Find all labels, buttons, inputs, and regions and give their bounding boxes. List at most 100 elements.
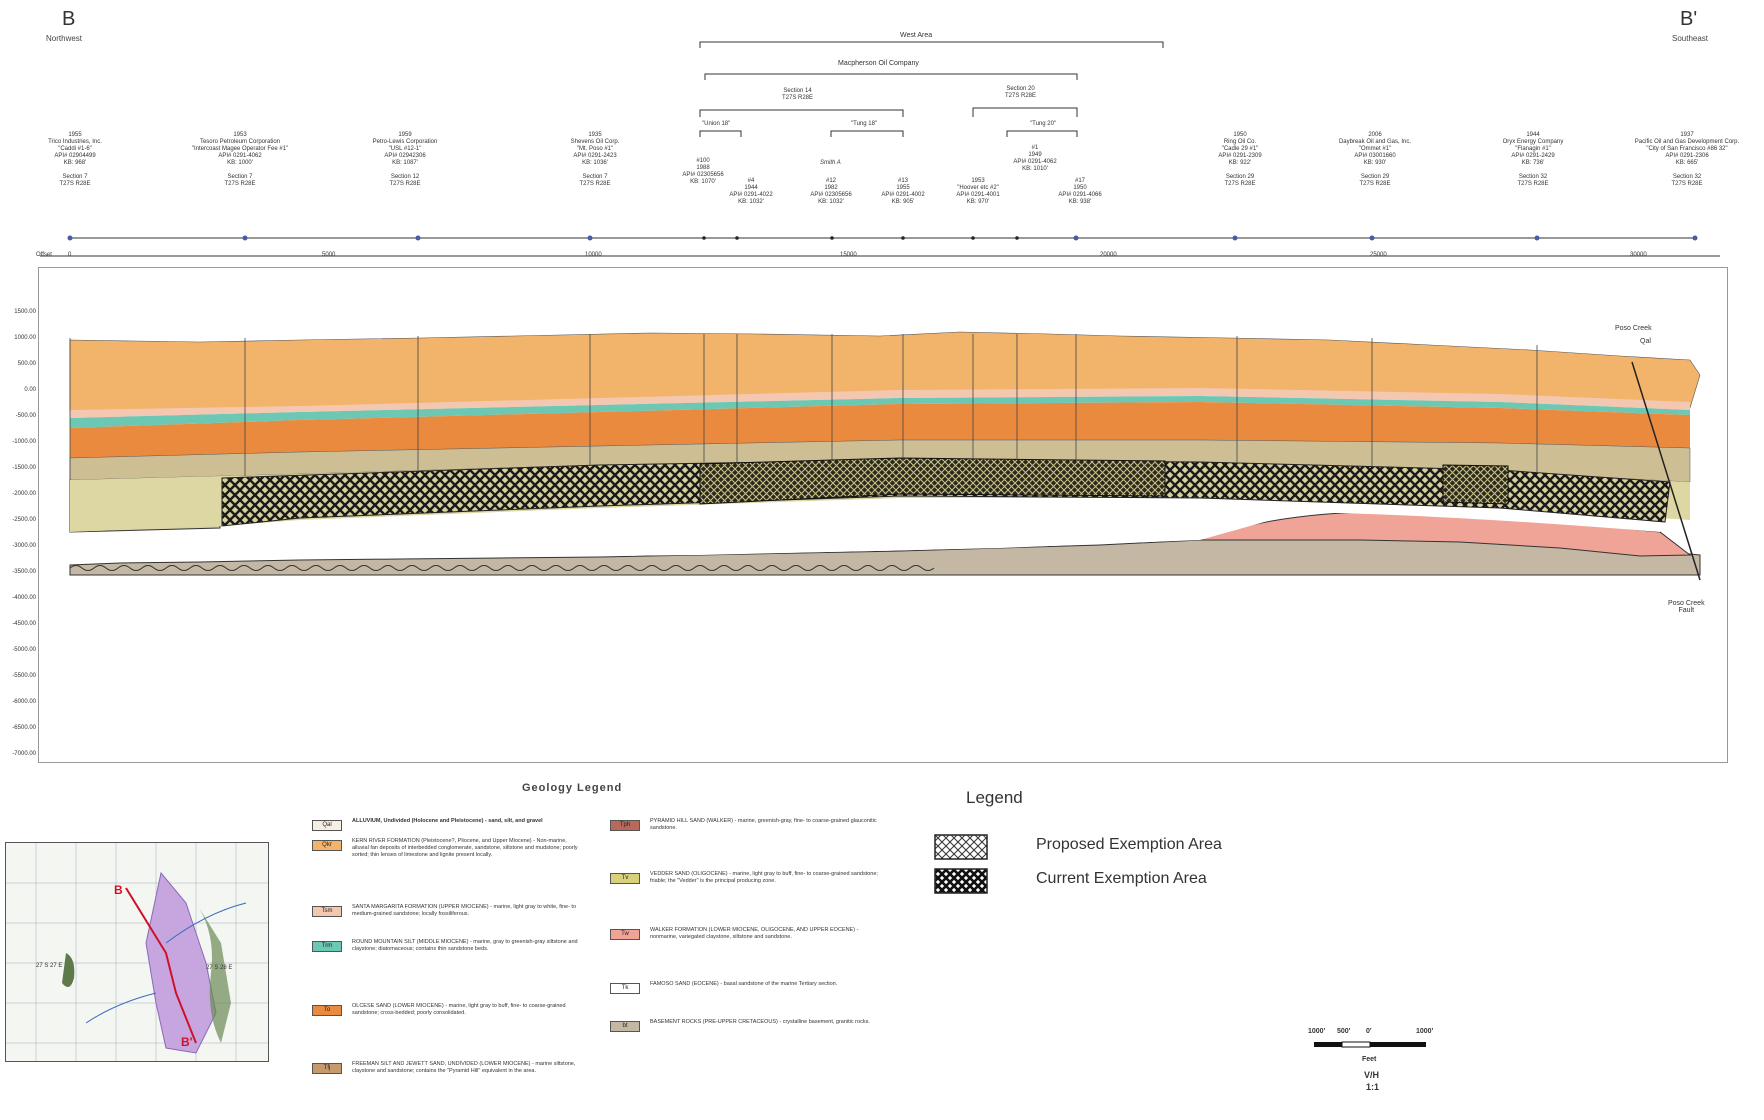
depth-tick: -3000.00 (12, 543, 36, 549)
legend-swatch-tph: Tph (610, 820, 640, 831)
depth-tick: -4500.00 (12, 621, 36, 627)
legend-swatch-tfj: Tfj (312, 1063, 342, 1074)
well-label: 1937 Pacific Oil and Gas Development Cor… (1634, 132, 1740, 187)
legend-proposed-label: Proposed Exemption Area (1036, 836, 1222, 853)
cross-section-diagram (67, 235, 1701, 581)
well-label: 1953 "Hoover etc #2" API# 0291-4001 KB: … (956, 178, 1000, 205)
bracket-tung20: "Tung 20" (1030, 121, 1057, 127)
depth-tick: -1500.00 (12, 465, 36, 471)
inset-location-map: B B' 27 S 27 E 27 S 28 E (5, 842, 269, 1062)
well-label: 1955 Trico Industries, Inc. "Caddi #1-6"… (48, 132, 102, 187)
section-end-direction: Southeast (1672, 34, 1709, 43)
depth-tick: -6500.00 (12, 725, 36, 731)
legend-swatch-trm: Trm (312, 941, 342, 952)
scale-ratio: 1:1 (1366, 1082, 1380, 1092)
legend-title: Legend (966, 788, 1023, 807)
depth-tick: -2000.00 (12, 491, 36, 497)
legend-swatch-tk: Tk (610, 983, 640, 994)
inset-township-left: 27 S 27 E (36, 963, 63, 969)
well-label: 1953 Tesoro Petroleum Corporation "Inter… (191, 132, 289, 187)
scale-tick-3: 0' (1366, 1028, 1372, 1035)
bracket-union18: "Union 18" (702, 121, 731, 127)
geology-legend-title: Geology Legend (522, 782, 623, 794)
inset-b-label: B (114, 883, 123, 897)
well-label: #12 1982 API# 02305656 KB: 1032' (810, 178, 852, 205)
well-label: 2006 Daybreak Oil and Gas, Inc. "Ommet #… (1338, 132, 1412, 187)
depth-tick: 1000.00 (14, 335, 36, 341)
distance-tick: 30000 (1630, 252, 1647, 258)
poso-creek-label: Poso Creek (1615, 325, 1652, 332)
legend-swatch-tw: Tw (610, 929, 640, 940)
bracket-section20: Section 20 T27S R28E (1005, 86, 1037, 99)
depth-tick: -4000.00 (12, 595, 36, 601)
well-label: 1935 Shevens Oil Corp. "Mt. Poso #1" API… (570, 132, 620, 187)
legend-swatch-qal: Qal (312, 820, 342, 831)
legend-text-tw: WALKER FORMATION (LOWER MIOCENE, OLIGOCE… (650, 927, 859, 940)
distance-tick: 5000 (322, 252, 336, 258)
depth-tick: -5500.00 (12, 673, 36, 679)
scale-tick-2: 500' (1337, 1028, 1351, 1035)
scale-vh: V/H (1364, 1070, 1380, 1080)
well-label: #4 1944 API# 0291-4022 KB: 1032' (729, 178, 773, 205)
scale-unit: Feet (1362, 1056, 1377, 1063)
distance-tick: 10000 (585, 252, 602, 258)
scale-bar (1314, 1041, 1426, 1048)
legend-swatch-qkr: Qkr (312, 840, 342, 851)
section-start-label: B (62, 8, 76, 30)
depth-tick: -1000.00 (12, 439, 36, 445)
well-header-brackets (40, 41, 1720, 257)
distance-tick: 15000 (840, 252, 857, 258)
depth-tick: 1500.00 (14, 309, 36, 315)
legend-text-trm: ROUND MOUNTAIN SILT (MIDDLE MIOCENE) - m… (352, 939, 578, 952)
qal-label: Qal (1640, 338, 1651, 345)
legend-swatch-to: To (312, 1005, 342, 1016)
bracket-west-area: West Area (900, 32, 933, 39)
inset-township-right: 27 S 28 E (206, 965, 233, 971)
distance-tick: 25000 (1370, 252, 1387, 258)
legend-swatches (934, 834, 988, 894)
inset-bp-label: B' (181, 1035, 193, 1049)
depth-tick: -6000.00 (12, 699, 36, 705)
bracket-company: Macpherson Oil Company (838, 60, 919, 67)
bracket-tung18: "Tung 18" (851, 121, 878, 127)
legend-swatch-bt: bt (610, 1021, 640, 1032)
depth-tick: -3500.00 (12, 569, 36, 575)
depth-tick: 500.00 (17, 361, 36, 367)
poso-fault-label: Poso Creek Fault (1668, 600, 1705, 614)
bracket-smith: Smith A (820, 160, 841, 166)
section-end-label: B' (1680, 8, 1698, 30)
scale-tick-4: 1000' (1416, 1028, 1434, 1035)
bracket-section14: Section 14 T27S R28E (782, 88, 814, 101)
legend-text-qkr: KERN RIVER FORMATION (Pleistocene?, Plio… (352, 838, 578, 858)
legend-swatch-tv: Tv (610, 873, 640, 884)
well-label: 1944 Oryx Energy Company "Flanagin #1" A… (1502, 132, 1564, 187)
well-label: #1 1949 API# 0291-4062 KB: 1010' (1013, 145, 1057, 172)
well-label: #100 1988 API# 02305656 KB: 1070' (682, 158, 724, 185)
depth-tick: 0.00 (24, 387, 36, 393)
current-exemption-swatch (934, 868, 988, 894)
depth-tick: -500.00 (15, 413, 36, 419)
legend-text-tph: PYRAMID HILL SAND (WALKER) - marine, gre… (650, 818, 877, 831)
well-label: 1950 Ring Oil Co. "Cadle 29 #1" API# 029… (1218, 132, 1262, 187)
legend-text-tk: FAMOSO SAND (EOCENE) - basal sandstone o… (650, 981, 838, 987)
legend-text-tsm: SANTA MARGARITA FORMATION (UPPER MIOCENE… (352, 904, 577, 917)
legend-text-to: OLCESE SAND (LOWER MIOCENE) - marine, li… (352, 1003, 566, 1016)
section-start-direction: Northwest (46, 34, 83, 43)
well-label: #13 1955 API# 0291-4002 KB: 905' (881, 178, 925, 205)
legend-current-label: Current Exemption Area (1036, 870, 1207, 887)
depth-tick: -2500.00 (12, 517, 36, 523)
well-label: 1959 Petro-Lewis Corporation "USL #12-1"… (372, 132, 438, 187)
well-label: #17 1950 API# 0291-4066 KB: 938' (1058, 178, 1102, 205)
inset-map-graphic (6, 843, 268, 1061)
legend-swatch-tsm: Tsm (312, 906, 342, 917)
scale-tick-1: 1000' (1308, 1028, 1326, 1035)
legend-text-bt: BASEMENT ROCKS (PRE-UPPER CRETACEOUS) - … (650, 1019, 870, 1025)
distance-tick: 20000 (1100, 252, 1117, 258)
distance-tick: 0 (68, 252, 72, 258)
cross-section-frame (38, 267, 1728, 763)
depth-tick: -7000.00 (12, 751, 36, 757)
legend-text-tv: VEDDER SAND (OLIGOCENE) - marine, light … (650, 871, 878, 884)
proposed-exemption-swatch (934, 834, 988, 860)
offset-label: Offset (36, 252, 52, 258)
depth-tick: -5000.00 (12, 647, 36, 653)
